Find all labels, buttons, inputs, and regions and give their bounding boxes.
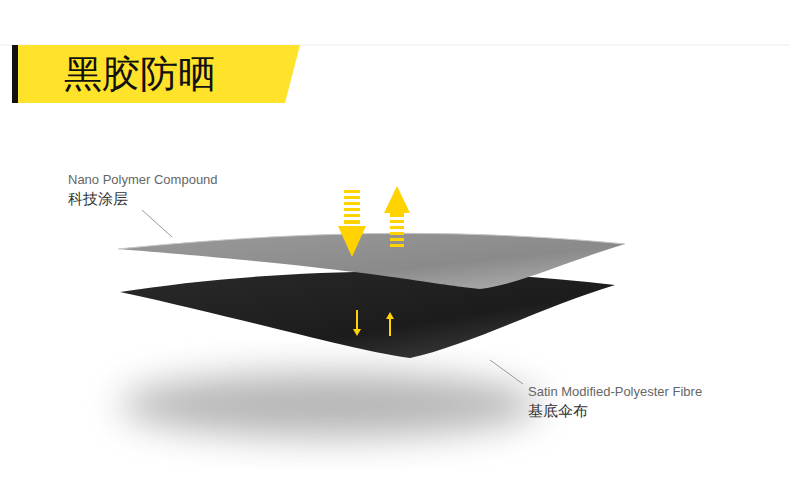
layer-name: Nano Polymer Compound — [68, 172, 218, 187]
small-arrows — [353, 310, 394, 336]
layer-name: 基底伞布 — [528, 402, 588, 421]
base-fabric-layer — [120, 272, 615, 358]
up-arrow-large — [384, 186, 410, 247]
layer-name: 科技涂层 — [68, 190, 128, 209]
leader-line — [142, 210, 172, 237]
title-band — [18, 45, 300, 103]
coating-layer — [118, 233, 625, 289]
coating-edge — [118, 233, 625, 249]
title: 黑胶防晒 — [64, 55, 216, 93]
down-arrow-large — [338, 190, 366, 257]
shadow — [120, 373, 540, 437]
leader-line — [490, 360, 523, 384]
layer-name: Satin Modified-Polyester Fibre — [528, 384, 702, 399]
title-bar — [12, 45, 18, 103]
